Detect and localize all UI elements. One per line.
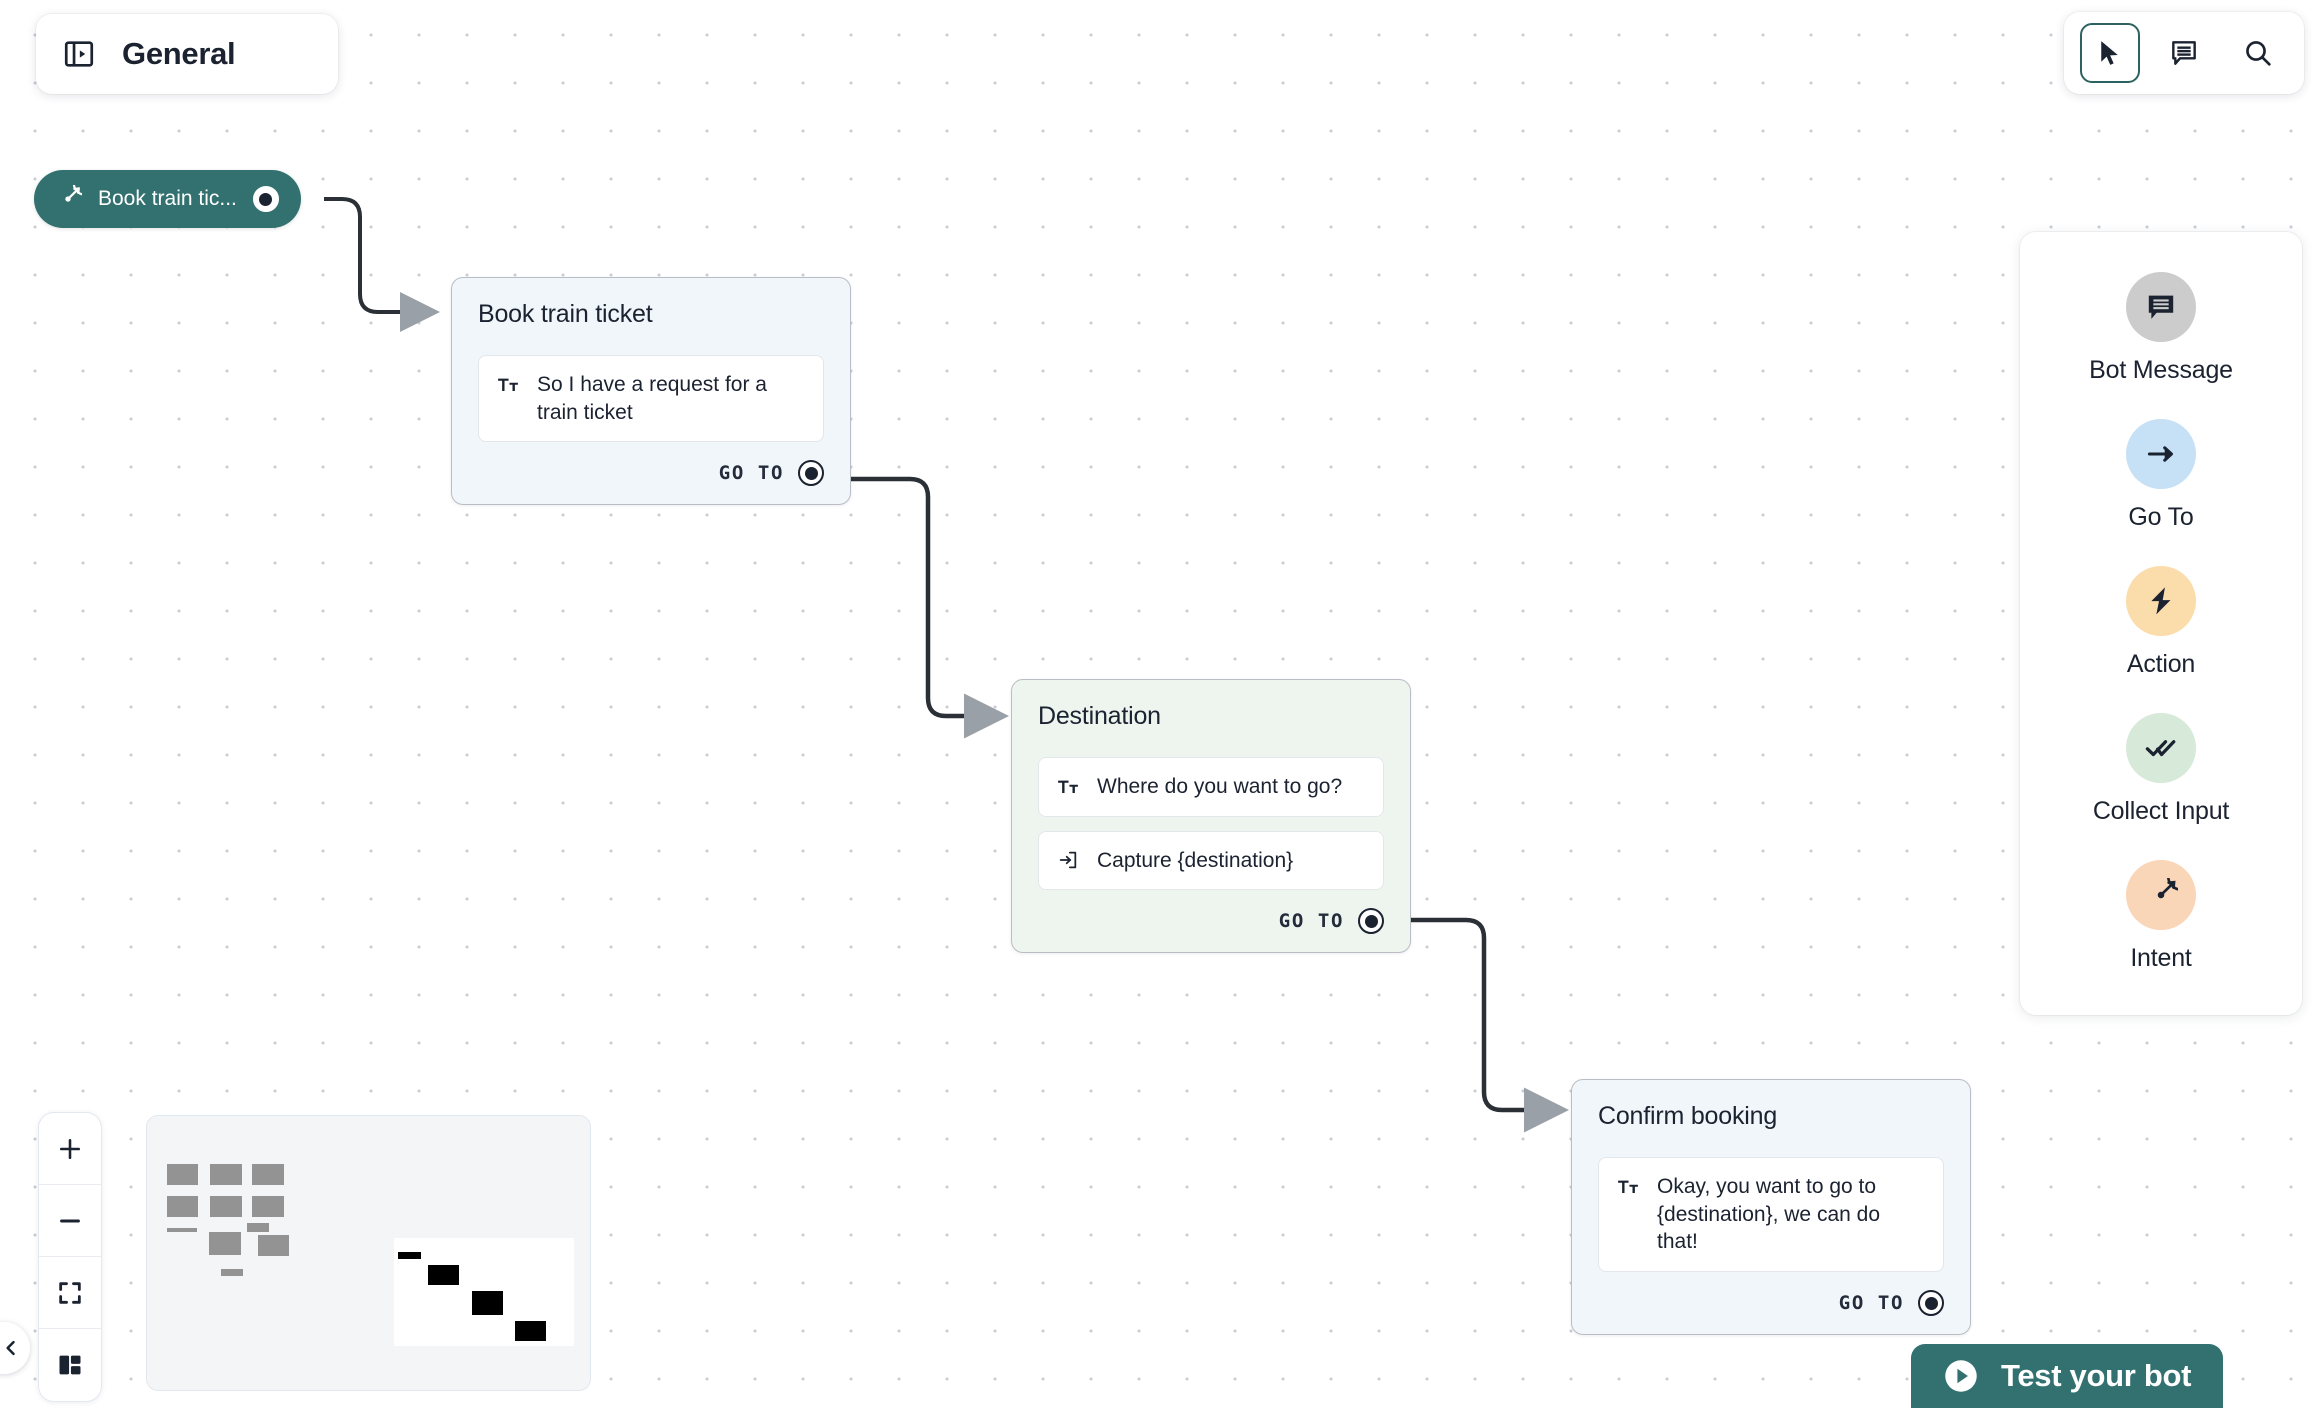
flow-node-confirm-booking[interactable]: Confirm booking Okay, you want to go to … xyxy=(1571,1079,1971,1336)
double-check-icon xyxy=(2126,713,2196,783)
chevron-left-icon xyxy=(1,1338,21,1358)
test-your-bot-button[interactable]: Test your bot xyxy=(1911,1344,2224,1408)
edge-intent-to-book xyxy=(324,197,440,332)
node-output-port[interactable] xyxy=(1918,1290,1944,1317)
intent-node-label: Book train tic... xyxy=(98,187,237,210)
goto-label: GO TO xyxy=(1278,910,1344,933)
node-palette[interactable]: Bot Message Go To Action xyxy=(2020,232,2302,1015)
fit-to-screen-button[interactable] xyxy=(39,1257,101,1329)
expand-frame-icon xyxy=(56,1279,84,1307)
palette-item-collect-input[interactable]: Collect Input xyxy=(2020,713,2302,826)
minimap-viewport-node xyxy=(398,1252,421,1259)
cursor-tool-button[interactable] xyxy=(2080,23,2140,83)
intent-node-book-train-ticket[interactable]: Book train tic... xyxy=(34,170,301,228)
flow-node-book-train-ticket[interactable]: Book train ticket So I have a request fo… xyxy=(451,277,851,506)
minimap-viewport[interactable] xyxy=(394,1238,574,1346)
palette-item-label: Bot Message xyxy=(2089,356,2233,384)
text-format-icon xyxy=(497,374,519,396)
minimap-node xyxy=(167,1164,198,1185)
node-title: Destination xyxy=(1038,702,1161,730)
minimap-node xyxy=(252,1196,284,1217)
panel-expand-icon[interactable] xyxy=(62,37,96,71)
minimap-viewport-node xyxy=(428,1265,459,1285)
minimap-toggle-button[interactable] xyxy=(39,1329,101,1401)
edge-book-to-destination xyxy=(840,476,1009,739)
flow-node-destination[interactable]: Destination Where do you want to go? Cap… xyxy=(1011,679,1411,954)
plus-icon xyxy=(56,1135,84,1163)
node-title: Book train ticket xyxy=(478,300,653,328)
minimap-node xyxy=(258,1235,289,1256)
page-title: General xyxy=(122,36,236,71)
node-row-text: Where do you want to go? xyxy=(1097,775,1343,798)
palette-item-label: Action xyxy=(2126,650,2196,678)
search-icon xyxy=(2242,37,2274,69)
comment-icon xyxy=(2168,37,2200,69)
arrow-right-icon xyxy=(2126,419,2196,489)
panels-icon xyxy=(56,1351,84,1379)
node-row-bot-message[interactable]: So I have a request for a train ticket xyxy=(478,355,824,443)
sidebar-collapse-button[interactable] xyxy=(0,1322,30,1374)
search-tool-button[interactable] xyxy=(2228,23,2288,83)
capture-input-icon xyxy=(1057,849,1079,871)
palette-item-bot-message[interactable]: Bot Message xyxy=(2020,272,2302,385)
text-format-icon xyxy=(1057,776,1079,798)
text-format-icon xyxy=(1617,1176,1639,1198)
minimap-node xyxy=(210,1196,242,1217)
palette-item-label: Collect Input xyxy=(2092,797,2230,825)
intent-target-icon xyxy=(2126,860,2196,930)
cursor-icon xyxy=(2095,38,2125,68)
zoom-controls[interactable] xyxy=(38,1112,102,1402)
minimap-node xyxy=(247,1223,269,1232)
zoom-out-button[interactable] xyxy=(39,1185,101,1257)
palette-item-go-to[interactable]: Go To xyxy=(2020,419,2302,532)
node-output-port[interactable] xyxy=(1358,908,1384,935)
palette-item-label: Go To xyxy=(2128,503,2194,531)
node-row-text: So I have a request for a train ticket xyxy=(537,373,767,424)
minus-icon xyxy=(56,1207,84,1235)
node-footer: GO TO xyxy=(1598,1290,1944,1317)
minimap-node xyxy=(167,1228,197,1232)
minimap-node xyxy=(221,1269,243,1276)
palette-item-label: Intent xyxy=(2130,944,2192,972)
node-footer: GO TO xyxy=(478,460,824,487)
intent-target-icon xyxy=(54,185,82,213)
comment-tool-button[interactable] xyxy=(2154,23,2214,83)
zoom-in-button[interactable] xyxy=(39,1113,101,1185)
edge-destination-to-confirm xyxy=(1405,917,1569,1133)
goto-label: GO TO xyxy=(1838,1292,1904,1315)
minimap-node xyxy=(167,1196,198,1217)
node-row-text: Okay, you want to go to {destination}, w… xyxy=(1657,1175,1881,1254)
node-row-bot-message[interactable]: Okay, you want to go to {destination}, w… xyxy=(1598,1157,1944,1273)
minimap-node xyxy=(210,1164,242,1185)
minimap-viewport-node xyxy=(472,1291,503,1315)
goto-label: GO TO xyxy=(718,462,784,485)
intent-output-port[interactable] xyxy=(252,186,279,212)
flow-header-panel[interactable]: General xyxy=(36,14,338,94)
minimap-viewport-node xyxy=(515,1321,546,1341)
node-row-bot-message[interactable]: Where do you want to go? xyxy=(1038,757,1384,817)
play-icon xyxy=(1943,1358,1979,1394)
lightning-icon xyxy=(2126,566,2196,636)
palette-item-intent[interactable]: Intent xyxy=(2020,860,2302,973)
node-row-capture-input[interactable]: Capture {destination} xyxy=(1038,830,1384,891)
minimap-node xyxy=(252,1164,284,1185)
chat-bubble-icon xyxy=(2126,272,2196,342)
node-footer: GO TO xyxy=(1038,908,1384,935)
minimap-node xyxy=(209,1232,241,1255)
node-title: Confirm booking xyxy=(1598,1102,1778,1130)
node-row-text: Capture {destination} xyxy=(1097,848,1294,872)
canvas-toolbar[interactable] xyxy=(2064,12,2304,94)
test-your-bot-label: Test your bot xyxy=(2001,1358,2192,1393)
minimap[interactable] xyxy=(146,1115,591,1391)
palette-item-action[interactable]: Action xyxy=(2020,566,2302,679)
node-output-port[interactable] xyxy=(798,460,824,487)
